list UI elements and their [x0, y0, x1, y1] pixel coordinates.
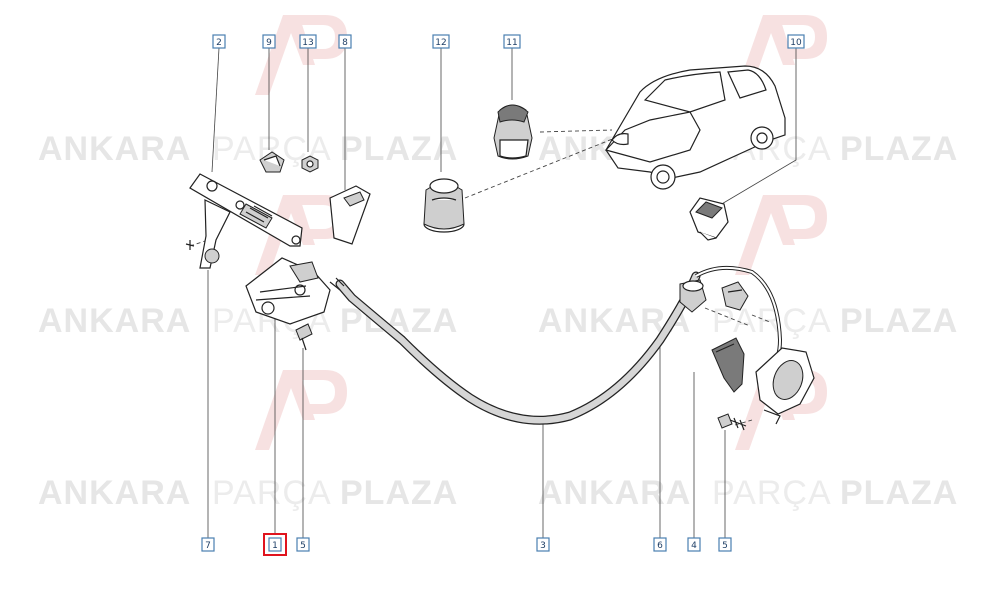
watermark-logo-icon: [735, 195, 827, 275]
callouts: 2 9 13 8 12 11 10 7 1 5 3 6 4 5: [201, 34, 805, 556]
callout-11[interactable]: 11: [503, 34, 521, 49]
callout-label: 1: [272, 541, 278, 551]
watermark-row: ANKARA PARÇA PLAZA ANKARA PARÇA PLAZA: [38, 302, 958, 340]
callout-9[interactable]: 9: [262, 34, 276, 49]
watermark-word-ankara: ANKARA: [38, 302, 191, 340]
callout-8[interactable]: 8: [338, 34, 352, 49]
watermark-word-parca: PARÇA: [712, 474, 832, 512]
callout-label: 7: [205, 541, 211, 551]
callout-label: 9: [266, 38, 272, 48]
callout-3[interactable]: 3: [536, 537, 550, 552]
part-11-buffer: [493, 104, 533, 160]
part-1-lock: [245, 257, 331, 325]
watermark-word-ankara: ANKARA: [38, 474, 191, 512]
callout-label: 5: [300, 541, 306, 551]
part-10-connector: [689, 197, 729, 241]
part-2-bracket: [189, 173, 303, 269]
part-12-bump-stop: [423, 178, 465, 233]
part-5-screw-right: [717, 413, 747, 431]
watermark-text: ANKARA PARÇA PLAZA ANKARA PARÇA PLAZA AN…: [38, 130, 958, 512]
part-5-screw-left: [295, 323, 313, 351]
callout-label: 13: [302, 38, 313, 48]
callout-label: 11: [506, 38, 517, 48]
part-7-nut: [185, 240, 220, 264]
watermark-word-ankara: ANKARA: [38, 130, 191, 168]
watermark-logo-icon: [255, 370, 347, 450]
callout-label: 5: [722, 541, 728, 551]
watermark-word-plaza: PLAZA: [840, 130, 958, 168]
callout-6[interactable]: 6: [653, 537, 667, 552]
watermark-word-plaza: PLAZA: [840, 474, 958, 512]
leader-lines: [207, 47, 797, 538]
part-9-clip: [259, 151, 285, 173]
callout-label: 2: [216, 38, 222, 48]
cable-clip: [721, 281, 749, 311]
part-13-nut: [301, 155, 319, 173]
part-8-cover: [329, 185, 371, 245]
part-3-cable: [329, 265, 783, 425]
callout-1[interactable]: 1: [263, 533, 287, 556]
watermark-word-plaza: PLAZA: [340, 130, 458, 168]
part-6-grommet: [679, 279, 707, 313]
callout-12[interactable]: 12: [432, 34, 450, 49]
release-lever: [755, 347, 815, 425]
callout-label: 6: [657, 541, 663, 551]
watermark-word-plaza: PLAZA: [340, 474, 458, 512]
watermark-word-plaza: PLAZA: [840, 302, 958, 340]
watermark-row: ANKARA PARÇA PLAZA ANKARA PARÇA PLAZA: [38, 474, 958, 512]
callout-label: 10: [790, 38, 802, 48]
car-illustration: [604, 65, 786, 190]
callout-10[interactable]: 10: [787, 34, 805, 49]
callout-label: 12: [435, 38, 446, 48]
callout-label: 3: [540, 541, 546, 551]
callout-2[interactable]: 2: [212, 34, 226, 49]
callout-4[interactable]: 4: [687, 537, 701, 552]
callout-7[interactable]: 7: [201, 537, 215, 552]
callout-label: 8: [342, 38, 348, 48]
callout-label: 4: [691, 541, 697, 551]
callout-13[interactable]: 13: [299, 34, 317, 49]
callout-5-left[interactable]: 5: [296, 537, 310, 552]
watermark-word-parca: PARÇA: [212, 474, 332, 512]
part-4-handle: [711, 337, 745, 393]
watermark-word-ankara: ANKARA: [538, 474, 691, 512]
callout-5-right[interactable]: 5: [718, 537, 732, 552]
watermark-word-parca: PARÇA: [712, 302, 832, 340]
